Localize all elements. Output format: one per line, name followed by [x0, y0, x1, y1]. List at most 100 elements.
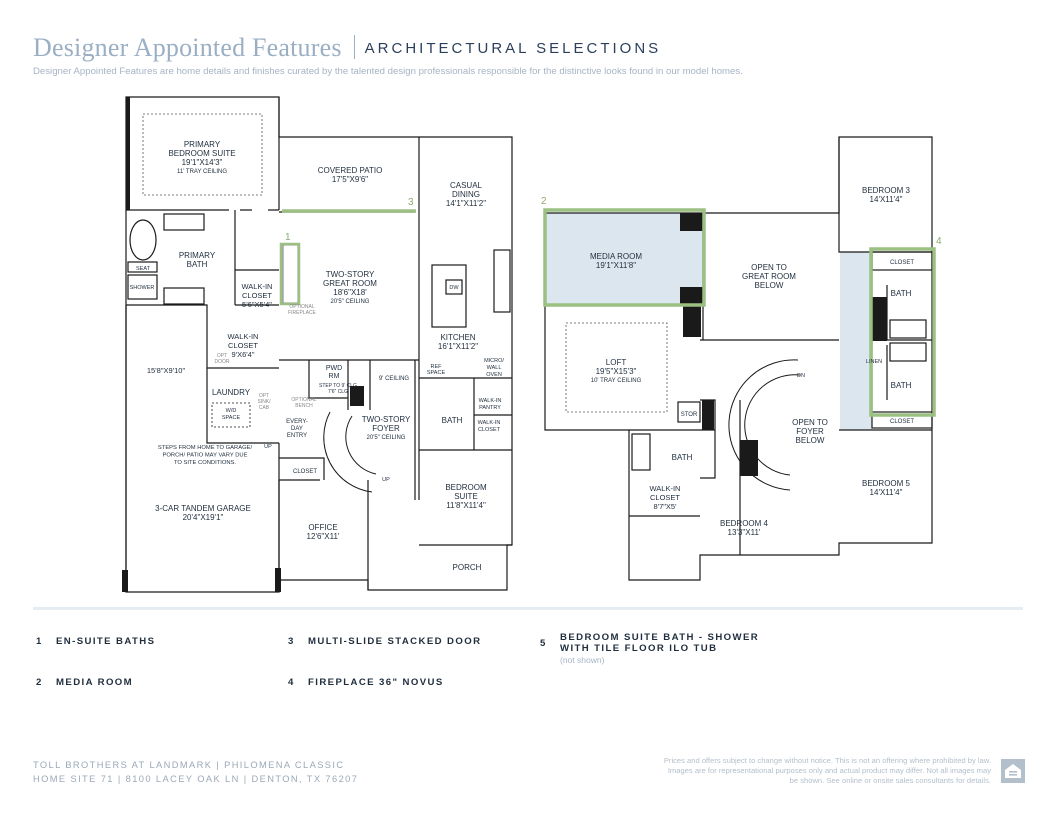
highlight-fireplace [279, 242, 301, 306]
callout-1: 4 [936, 236, 942, 247]
dishwasher [445, 279, 463, 295]
tub-upper3 [631, 433, 651, 471]
foyer-walls [308, 360, 512, 500]
seat-label: SEAT [136, 266, 151, 272]
closet-bottom-box [871, 411, 933, 429]
primary-suite-walls [126, 97, 280, 211]
shower-label: SHOWER [130, 285, 155, 291]
stair-arc [323, 411, 373, 493]
second-floor-outline [544, 136, 933, 581]
highlight-media-room [543, 208, 706, 307]
nine-ceiling-label: 9' CEILING [379, 376, 409, 382]
feature-5-note: (not shown) [560, 655, 605, 665]
stor-box [677, 401, 701, 423]
laundry-walls [206, 368, 279, 444]
page-header: Designer Appointed Features ARCHITECTURAL… [33, 33, 661, 63]
linen-label: LINEN [866, 359, 882, 365]
up2-label: UP [382, 477, 390, 483]
highlight-baths [869, 247, 936, 417]
footer-community: TOLL BROTHERS AT LANDMARK | PHILOMENA CL… [33, 760, 345, 770]
stair-upper-arc [728, 359, 799, 491]
vanity-bottom [163, 287, 205, 305]
stor-label: STOR [681, 412, 698, 418]
equal-housing-icon [1001, 759, 1025, 783]
section-title: ARCHITECTURAL SELECTIONS [364, 40, 662, 57]
loft-tray [565, 322, 668, 413]
callout-3: 3 [408, 197, 414, 208]
porch-label: PORCH [453, 563, 482, 572]
stair-upper-arc2 [744, 374, 801, 476]
garage-size-top: 15'8"X9'10" [147, 366, 186, 375]
stair-arc-inner [345, 415, 377, 475]
seat-box [127, 261, 158, 273]
footer-disclaimer: Prices and offers subject to change with… [663, 756, 991, 785]
wd-space [211, 402, 251, 428]
tub-upper1 [889, 319, 927, 339]
feature-5-num: 5 [540, 638, 547, 649]
footer-address: HOME SITE 71 | 8100 LACEY OAK LN | DENTO… [33, 774, 359, 784]
page-title: Designer Appointed Features [33, 33, 342, 62]
laundry-label: LAUNDRY [212, 388, 251, 397]
vanity-top [163, 213, 205, 231]
media-room-fill [545, 213, 703, 305]
closet-walls [279, 457, 325, 480]
section-divider [33, 607, 1023, 610]
bath-upper3-walls [629, 399, 741, 555]
closet1-label: CLOSET [293, 469, 317, 475]
office-walls [278, 479, 369, 590]
fireplace [282, 244, 299, 304]
shower-box [127, 274, 158, 300]
callout-4: 1 [285, 232, 291, 243]
up1-label: UP [264, 444, 272, 450]
bathtub [129, 219, 157, 261]
bath1-label: BATH [442, 416, 463, 425]
upstairs-hall-fill [840, 252, 872, 430]
dw-label: DW [449, 285, 459, 291]
kitchen-counter [493, 249, 511, 313]
bath-up3-label: BATH [672, 453, 693, 462]
bath-up2-label: BATH [891, 381, 912, 390]
closet-bottom-label: CLOSET [890, 419, 914, 425]
tub-upper2 [889, 342, 927, 362]
great-room-walls [279, 137, 420, 500]
bath-up1-label: BATH [891, 289, 912, 298]
page-subtitle: Designer Appointed Features are home det… [33, 66, 743, 77]
garage-note: STEPS FROM HOME TO GARAGE/PORCH/ PATIO M… [158, 445, 253, 466]
callout-2: 2 [541, 196, 547, 207]
primary-bath-walls [126, 210, 279, 369]
